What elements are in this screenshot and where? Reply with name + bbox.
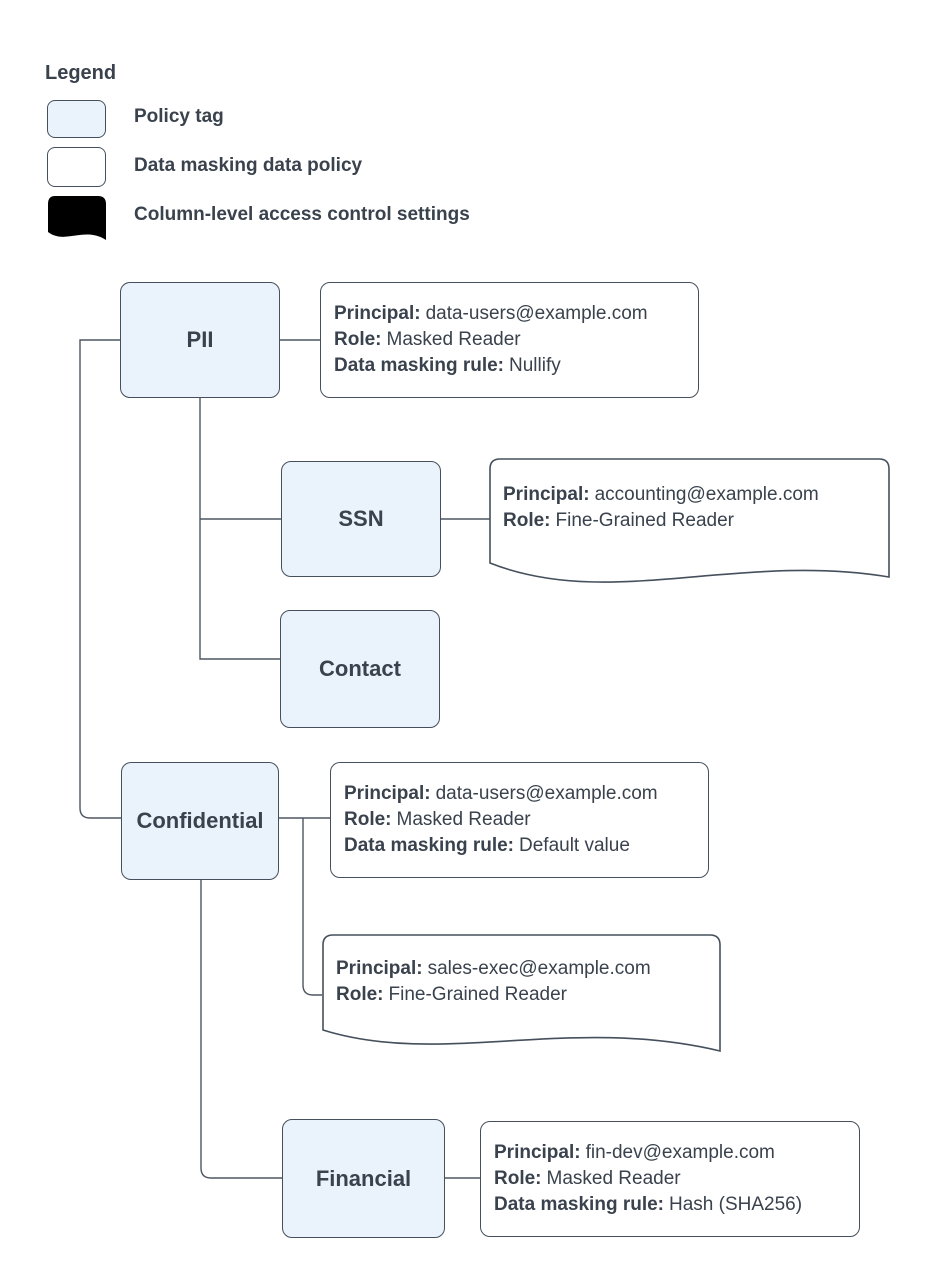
connector-confidential-to-financial: [200, 880, 282, 1179]
policy-tag-label: Contact: [319, 656, 401, 681]
data-masking-policy-swatch: [47, 147, 106, 187]
document-shape: [489, 458, 890, 583]
masking-policy-pii: Principal:data-users@example.com Role:Ma…: [320, 282, 699, 398]
policy-line: Principal:sales-exec@example.com: [336, 956, 651, 982]
policy-tag-ssn: SSN: [281, 461, 441, 577]
connector-confidential-to-access-doc: [302, 818, 322, 996]
policy-line-value: Default value: [519, 835, 630, 856]
policy-line-label: Role:: [344, 809, 392, 830]
policy-line: Role:Fine-Grained Reader: [503, 508, 819, 534]
policy-tag-contact: Contact: [280, 610, 440, 728]
legend-item-label-policy-tag: Policy tag: [134, 106, 224, 127]
access-control-confidential: Principal:sales-exec@example.com Role:Fi…: [322, 934, 722, 1056]
policy-tag-confidential: Confidential: [121, 762, 279, 880]
policy-line: Role:Masked Reader: [494, 1166, 849, 1192]
policy-line: Principal:accounting@example.com: [503, 482, 819, 508]
policy-tag-financial: Financial: [282, 1119, 445, 1238]
policy-line: Role:Fine-Grained Reader: [336, 982, 651, 1008]
policy-line-label: Role:: [503, 510, 551, 531]
policy-line-value: Masked Reader: [546, 1168, 681, 1189]
policy-line-label: Data masking rule:: [494, 1194, 664, 1215]
access-control-swatch: [47, 195, 106, 245]
policy-line-value: Hash (SHA256): [669, 1194, 803, 1215]
policy-line-label: Data masking rule:: [334, 355, 504, 376]
policy-line-label: Principal:: [334, 303, 421, 324]
policy-line-value: Masked Reader: [386, 329, 521, 350]
policy-line: Principal:data-users@example.com: [334, 301, 688, 327]
policy-line-label: Principal:: [344, 783, 431, 804]
policy-line-value: Fine-Grained Reader: [555, 510, 734, 531]
legend-item-label-access-control: Column-level access control settings: [134, 204, 470, 225]
policy-tag-label: Confidential: [136, 808, 264, 833]
policy-line-value: sales-exec@example.com: [427, 958, 651, 979]
policy-line-label: Role:: [494, 1168, 542, 1189]
policy-line-label: Role:: [334, 329, 382, 350]
policy-tag-pii: PII: [120, 282, 280, 398]
policy-line-value: Masked Reader: [396, 809, 531, 830]
legend-title: Legend: [45, 62, 117, 84]
policy-line: Role:Masked Reader: [334, 327, 688, 353]
policy-line: Role:Masked Reader: [344, 807, 698, 833]
policy-line-value: Nullify: [509, 355, 561, 376]
policy-line: Data masking rule:Nullify: [334, 353, 688, 379]
policy-tag-label: SSN: [338, 506, 384, 531]
policy-line-label: Data masking rule:: [344, 835, 514, 856]
masking-policy-confidential: Principal:data-users@example.com Role:Ma…: [330, 762, 709, 878]
masking-policy-financial: Principal:fin-dev@example.com Role:Maske…: [480, 1121, 860, 1237]
policy-line: Data masking rule:Hash (SHA256): [494, 1192, 849, 1218]
connector-trunk-to-pii-confidential: [79, 339, 121, 819]
policy-line-label: Principal:: [503, 484, 590, 505]
connector-pii-to-contact: [199, 398, 280, 660]
policy-line-value: fin-dev@example.com: [585, 1142, 775, 1163]
policy-line: Principal:fin-dev@example.com: [494, 1140, 849, 1166]
policy-line-value: accounting@example.com: [594, 484, 819, 505]
policy-tag-swatch: [47, 100, 106, 138]
policy-line-label: Principal:: [336, 958, 423, 979]
policy-tag-label: PII: [186, 327, 214, 352]
document-shape: [322, 934, 721, 1053]
policy-tag-label: Financial: [315, 1165, 412, 1191]
policy-line-value: data-users@example.com: [435, 783, 658, 804]
policy-line: Principal:data-users@example.com: [344, 781, 698, 807]
policy-line-label: Principal:: [494, 1142, 581, 1163]
policy-line: Data masking rule:Default value: [344, 833, 698, 859]
policy-line-label: Role:: [336, 984, 384, 1005]
access-control-ssn: Principal:accounting@example.com Role:Fi…: [489, 458, 891, 595]
legend-item-label-data-masking: Data masking data policy: [134, 155, 363, 176]
policy-line-value: data-users@example.com: [425, 303, 648, 324]
document-shape: [48, 196, 106, 240]
policy-line-value: Fine-Grained Reader: [388, 984, 567, 1005]
